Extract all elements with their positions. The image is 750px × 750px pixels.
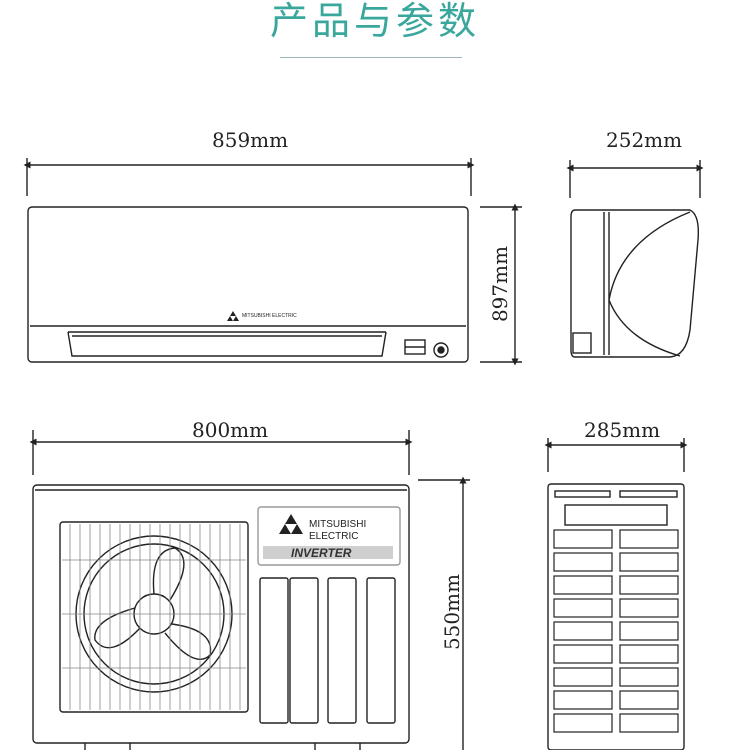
outdoor-width-label: 800mm bbox=[192, 418, 269, 442]
outdoor-depth-label: 285mm bbox=[584, 418, 661, 442]
mitsubishi-logo-large bbox=[279, 514, 303, 534]
fan-grille-lines bbox=[62, 524, 246, 710]
indoor-height-label: 897mm bbox=[488, 245, 513, 323]
indoor-depth-label: 252mm bbox=[606, 128, 683, 152]
mitsubishi-logo-small bbox=[227, 311, 239, 321]
indoor-unit-side bbox=[566, 160, 704, 358]
outdoor-brand-line1: MITSUBISHI bbox=[309, 519, 366, 530]
inverter-badge: INVERTER bbox=[291, 546, 352, 560]
outdoor-unit-front bbox=[29, 430, 470, 750]
title-divider bbox=[280, 57, 462, 58]
outdoor-side-vents bbox=[553, 529, 679, 733]
outdoor-unit-side bbox=[544, 438, 688, 750]
outdoor-brand-line2: ELECTRIC bbox=[309, 531, 358, 542]
outdoor-height-label: 550mm bbox=[440, 573, 465, 651]
indoor-unit-front bbox=[23, 158, 522, 366]
page-title: 产品与参数 bbox=[269, 0, 480, 43]
indoor-logo-text: MITSUBISHI ELECTRIC bbox=[242, 313, 297, 319]
indoor-width-label: 859mm bbox=[212, 128, 289, 152]
